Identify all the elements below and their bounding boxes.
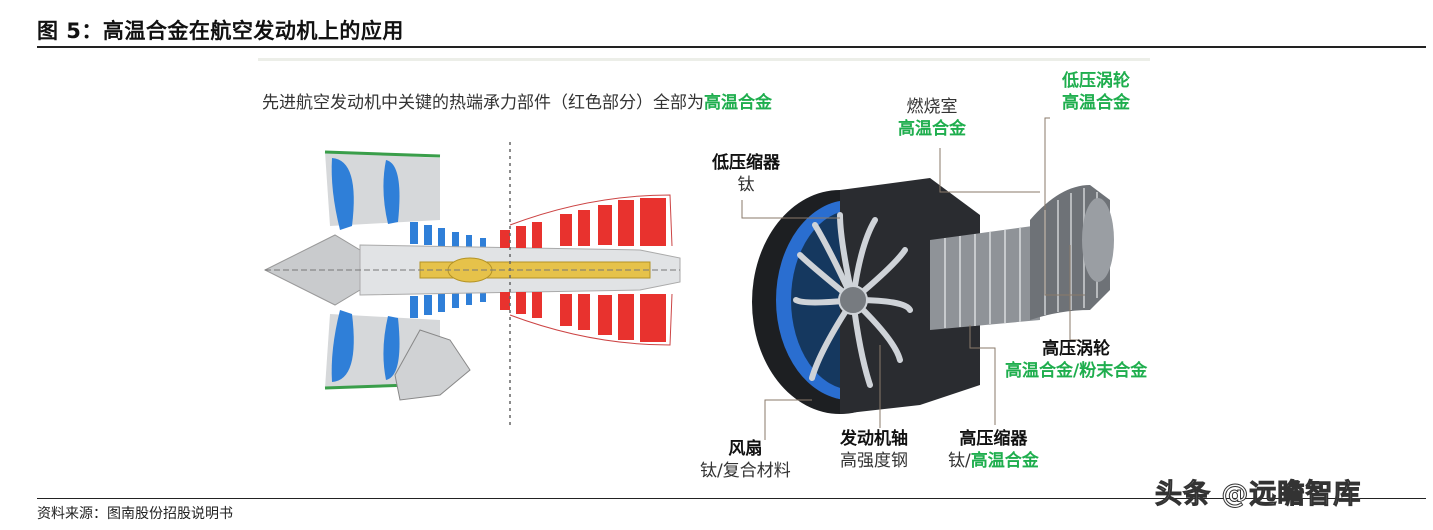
label-shaft: 发动机轴 高强度钢 xyxy=(840,429,908,471)
label-lp-turbine: 低压涡轮 高温合金 xyxy=(1062,71,1130,113)
watermark-text: 头条 @远瞻智库 xyxy=(1154,479,1362,511)
title-rule xyxy=(37,46,1426,48)
figure-title: 图 5：高温合金在航空发动机上的应用 xyxy=(37,19,404,43)
label-hp-turbine: 高压涡轮 高温合金/粉末合金 xyxy=(1005,339,1148,381)
headline-highlight: 高温合金 xyxy=(704,93,772,113)
diagram-headline: 先进航空发动机中关键的热端承力部件（红色部分）全部为高温合金 xyxy=(262,88,772,113)
engine-cutaway xyxy=(752,178,1114,414)
engine-cross-section xyxy=(263,142,681,425)
source-note: 资料来源：图南股份招股说明书 xyxy=(37,506,233,522)
footer-rule xyxy=(37,498,1426,499)
label-combustor: 燃烧室 高温合金 xyxy=(898,97,966,139)
label-fan: 风扇 钛/复合材料 xyxy=(700,439,791,481)
headline-prefix: 先进航空发动机中关键的热端承力部件（红色部分）全部为 xyxy=(262,93,704,113)
leader-lines xyxy=(741,117,1085,440)
label-lp-compressor: 低压缩器 钛 xyxy=(712,153,780,195)
label-hp-compressor: 高压缩器 钛/高温合金 xyxy=(948,429,1039,471)
